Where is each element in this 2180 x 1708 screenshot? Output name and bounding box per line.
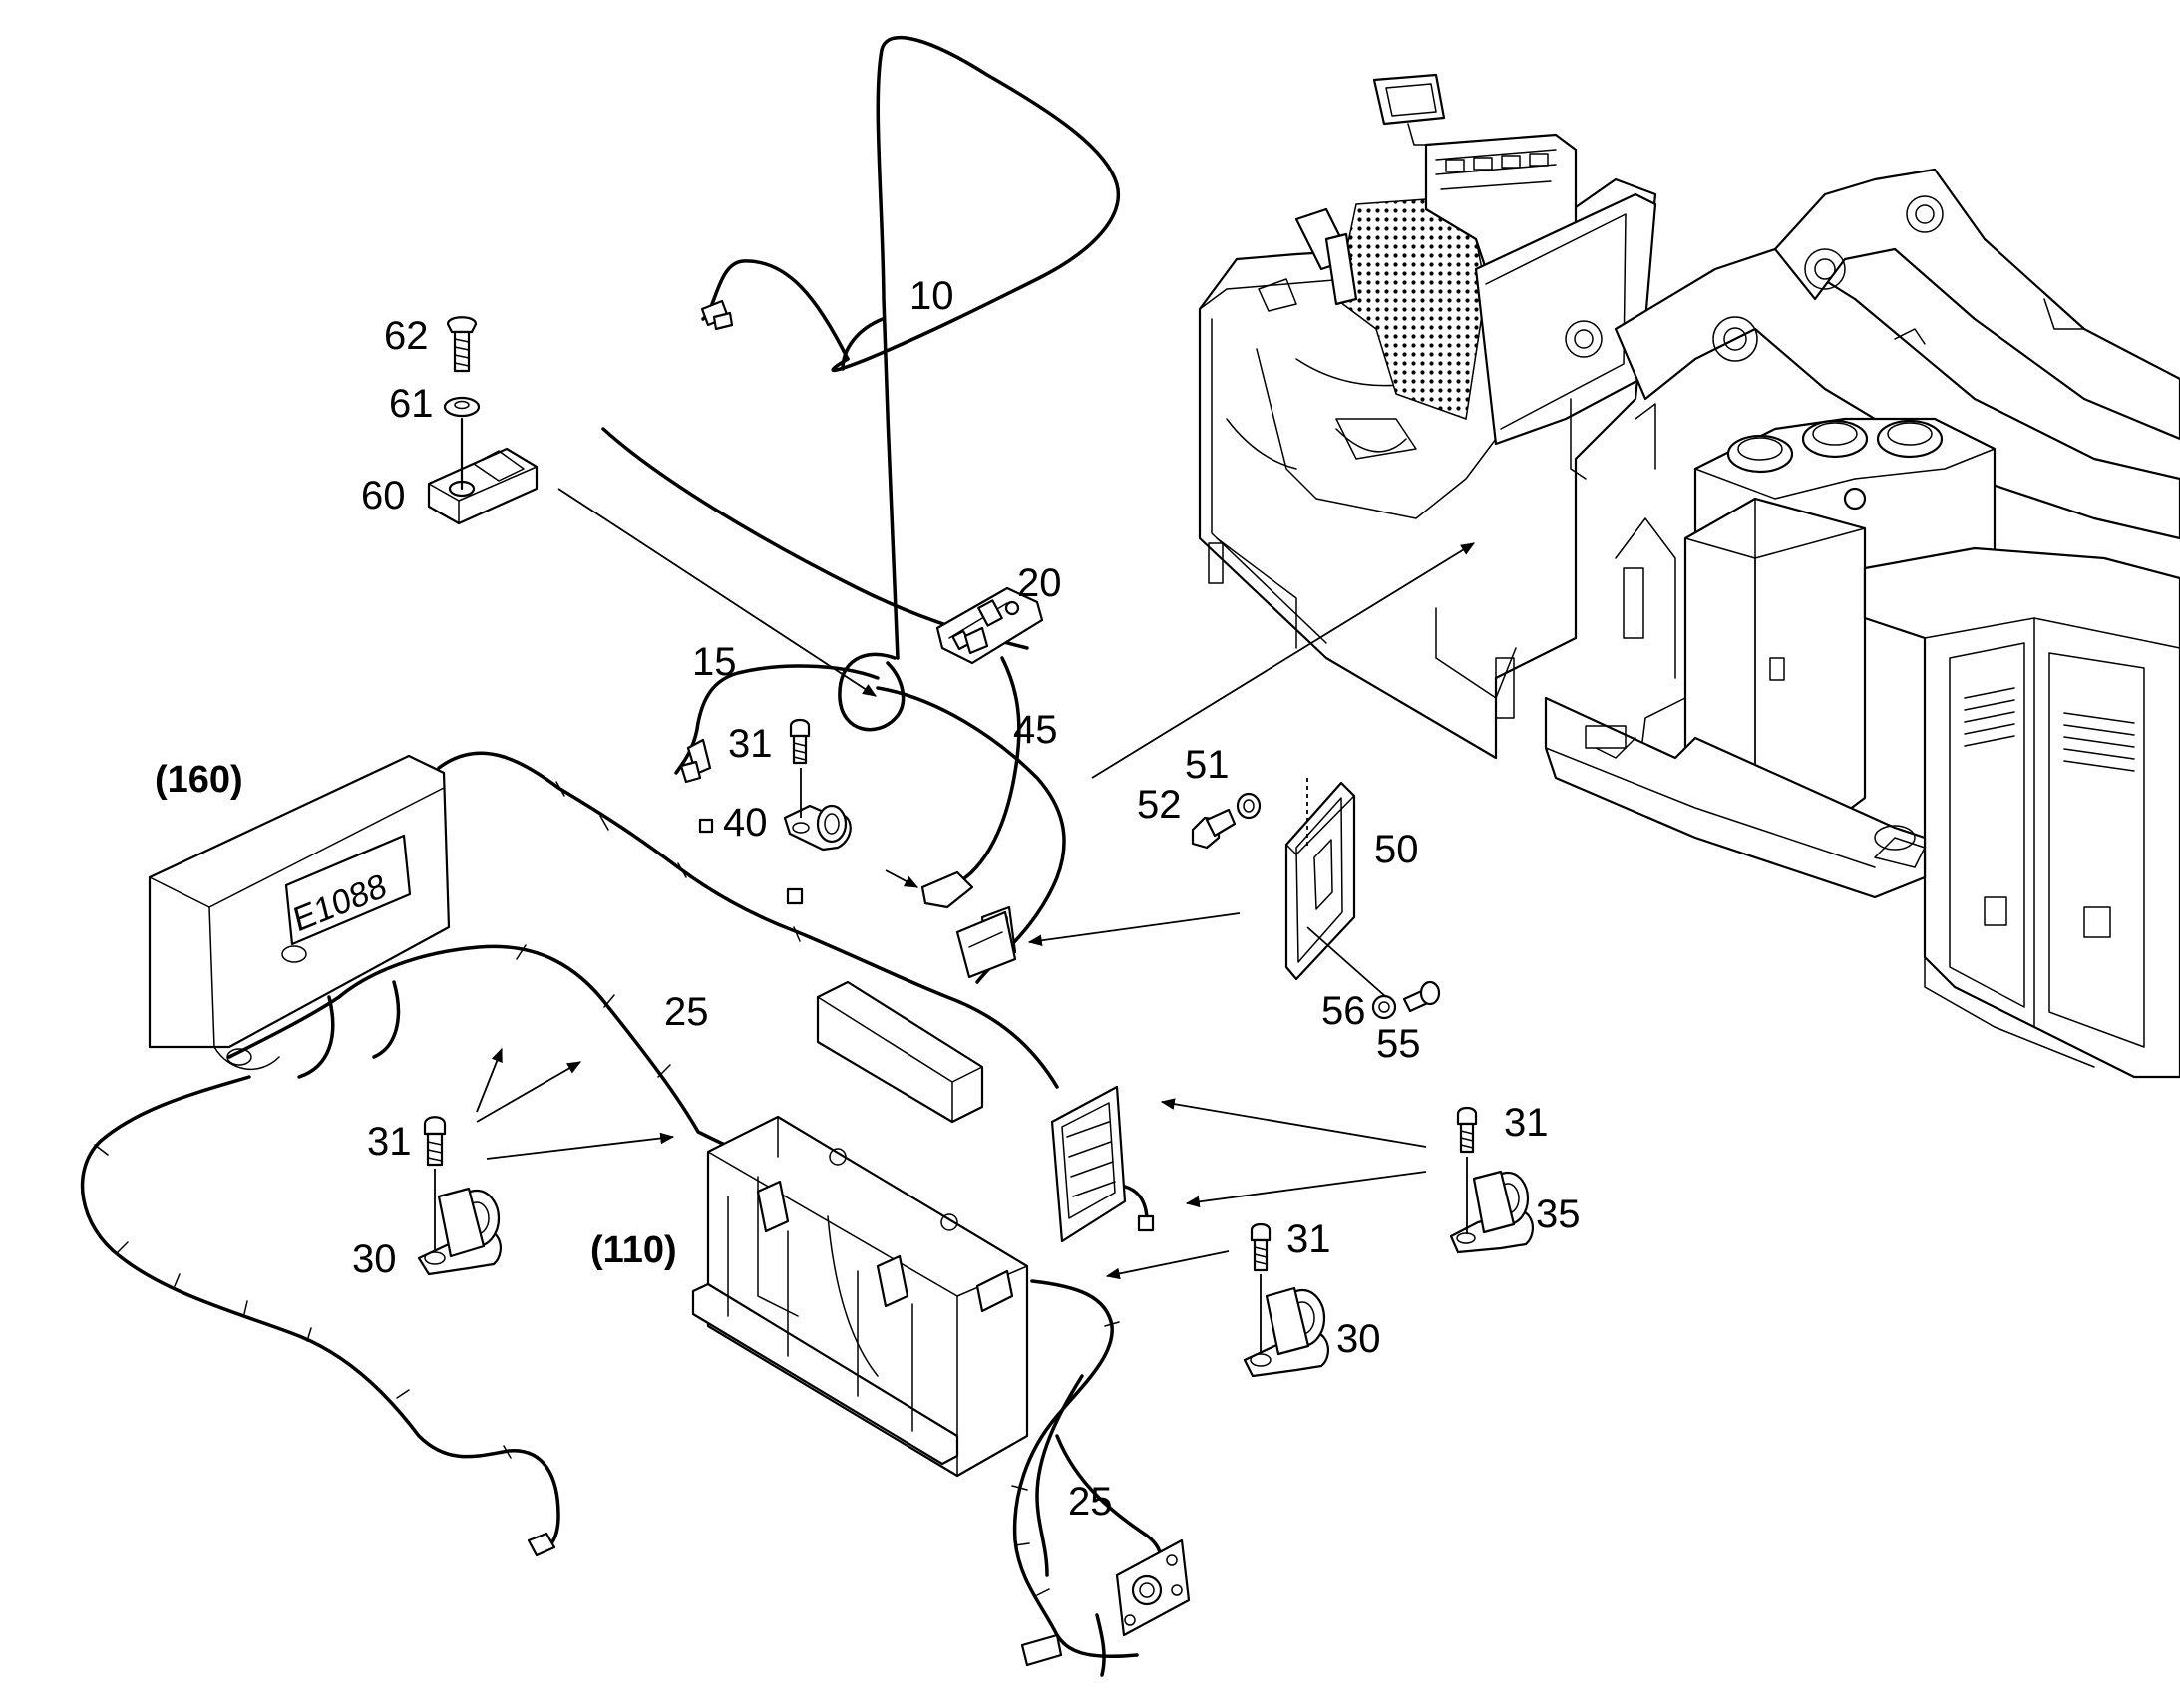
- harness-15: [601, 427, 1066, 984]
- washer-51: [1236, 792, 1262, 820]
- callout-50: 50: [1374, 828, 1419, 871]
- callout-45: 45: [1013, 708, 1058, 752]
- machine-frame: [1198, 73, 2180, 1079]
- callout-31-lower: 31: [1286, 1217, 1331, 1261]
- callout-25-left: 25: [664, 990, 709, 1034]
- screw-62: [446, 316, 478, 373]
- clamp-30-b: [1243, 1286, 1329, 1378]
- callout-31-left: 31: [367, 1120, 412, 1164]
- callout-15: 15: [692, 640, 737, 684]
- battery-frame-110: [691, 1115, 1029, 1478]
- screw-31-c: [1456, 1106, 1478, 1154]
- washer-56: [1371, 994, 1397, 1020]
- rail-clamp-60: [427, 417, 539, 525]
- screw-31-a: [789, 718, 811, 765]
- callout-31-right: 31: [1504, 1101, 1549, 1145]
- harness-25-lower: [1011, 1279, 1191, 1677]
- callout-60: 60: [361, 474, 406, 517]
- callout-35: 35: [1536, 1193, 1581, 1236]
- harness-25-left: [80, 751, 1059, 1557]
- box-160: E1088: [148, 754, 451, 1071]
- callout-56: 56: [1321, 989, 1366, 1033]
- washer-61: [443, 396, 481, 418]
- callout-30-left: 30: [352, 1237, 397, 1281]
- callout-20: 20: [1017, 561, 1062, 605]
- screw-55: [1402, 980, 1441, 1013]
- clamp-30-a: [417, 1187, 502, 1276]
- harness-10: [700, 35, 1121, 660]
- callout-51: 51: [1185, 743, 1230, 787]
- callout-25-lower: 25: [1068, 1480, 1113, 1524]
- callout-30-lower: 30: [1336, 1317, 1381, 1361]
- bolt-52: [1191, 808, 1237, 850]
- assembly-ref-110: (110): [590, 1229, 677, 1271]
- clamp-35: [1449, 1170, 1534, 1254]
- leader-lines: [434, 488, 1475, 1354]
- callout-40: 40: [723, 801, 768, 845]
- callout-55: 55: [1376, 1022, 1421, 1066]
- screw-31-b: [423, 1116, 447, 1167]
- relay-board: [1050, 1085, 1155, 1243]
- callout-31-upper: 31: [728, 722, 773, 766]
- callout-52: 52: [1137, 783, 1182, 827]
- clamp-40: [783, 804, 852, 852]
- relay-bracket: [816, 910, 1017, 1124]
- assembly-ref-160: (160): [155, 759, 243, 801]
- plate-20: [935, 586, 1044, 665]
- callout-62: 62: [384, 314, 429, 358]
- screw-31-d: [1250, 1222, 1272, 1272]
- callout-10: 10: [909, 274, 954, 318]
- callout-labels: 10 15 20 25 25 30 30 31 31 31 31 35 40 4…: [155, 274, 1581, 1524]
- plate-50: [1284, 781, 1356, 981]
- callout-61: 61: [389, 382, 434, 426]
